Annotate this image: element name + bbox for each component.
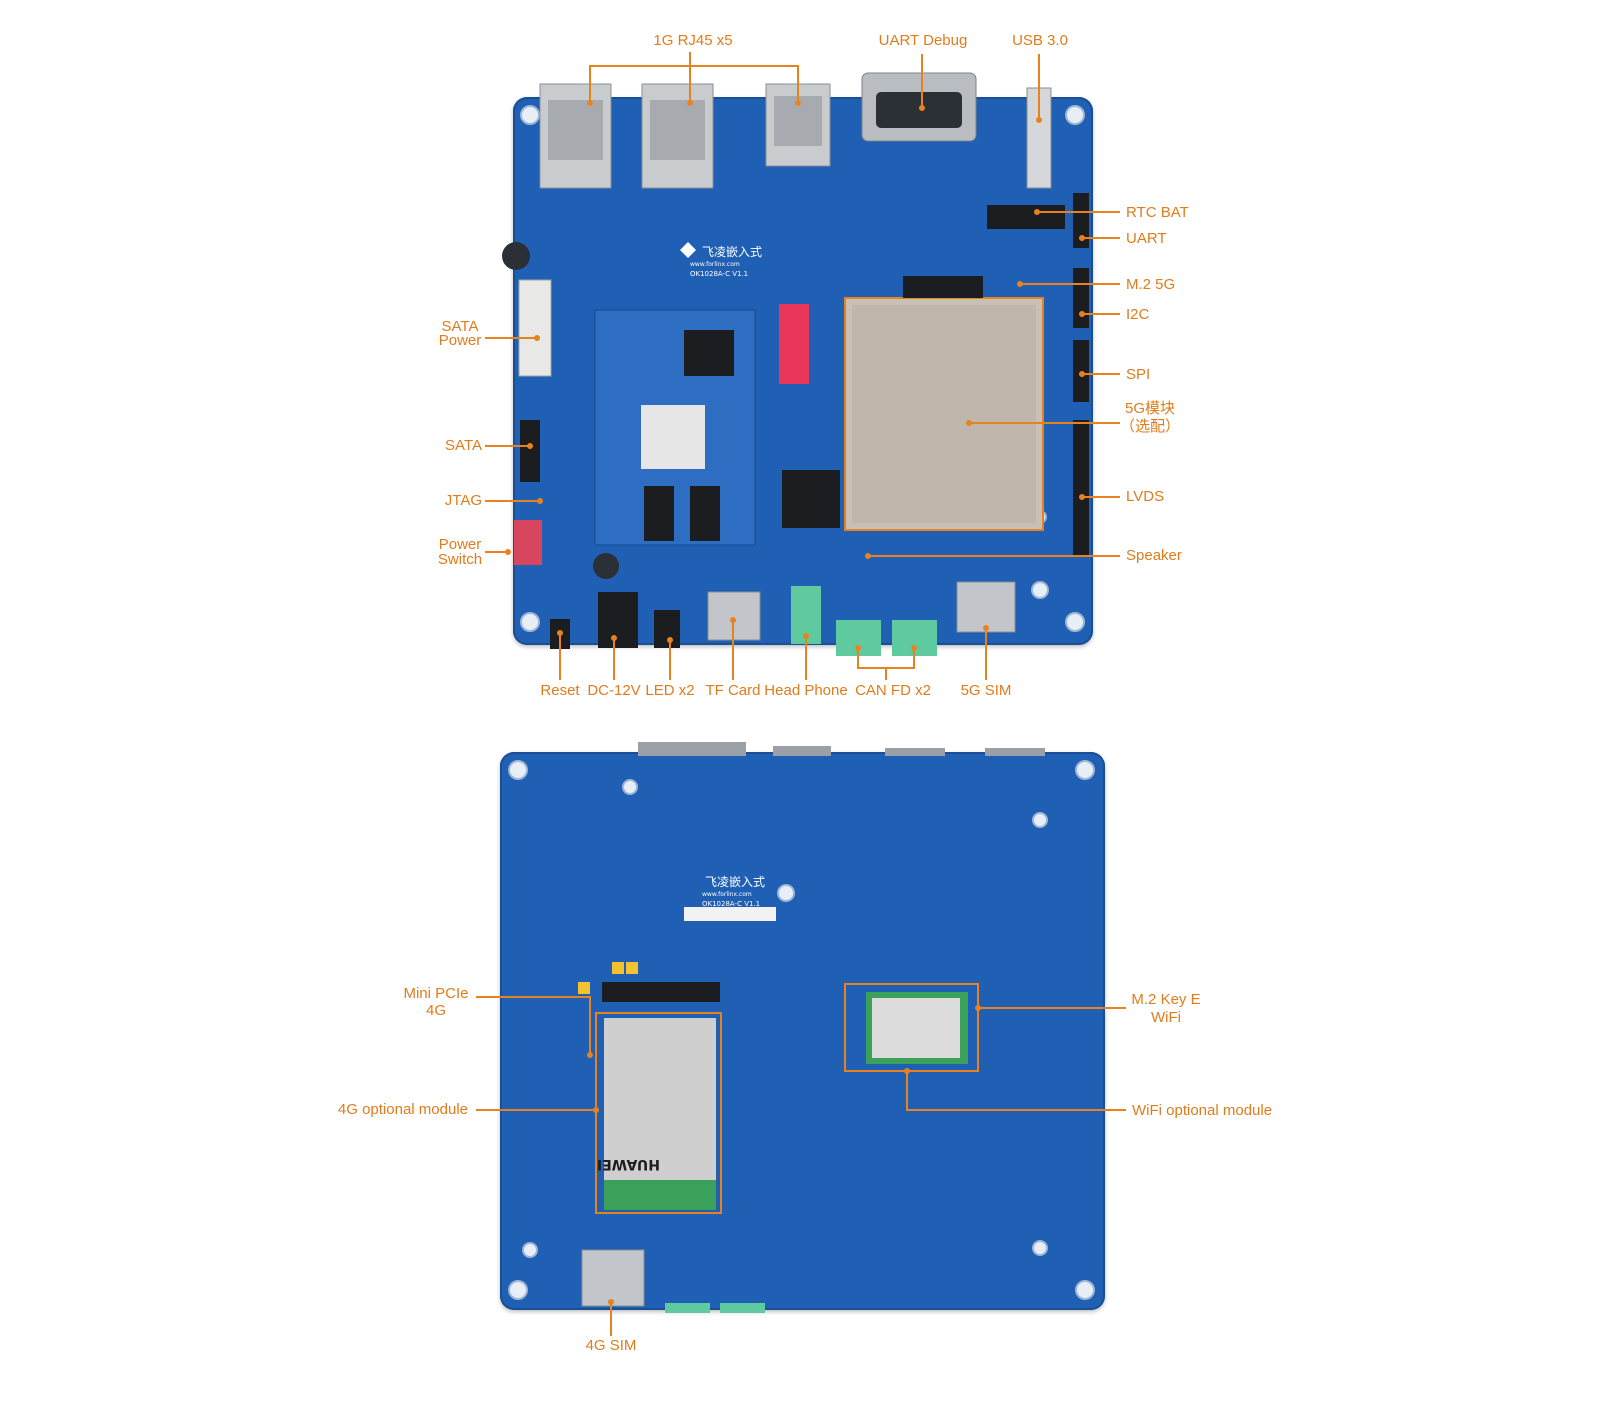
- label-5g-module-line2: （选配）: [1119, 418, 1180, 435]
- top-leader-dots: [505, 100, 1085, 651]
- 5g-module-shield: [844, 276, 1044, 531]
- label-power-switch-line1: Power: [438, 536, 482, 553]
- label-usb30: USB 3.0: [1012, 32, 1068, 49]
- serial-sticker: [684, 907, 776, 921]
- m2-wifi-module: [844, 983, 979, 1072]
- label-m2-keye-line2: WiFi: [1151, 1009, 1181, 1026]
- label-wifi-module: WiFi optional module: [1132, 1102, 1273, 1119]
- dip-switch: [779, 304, 809, 384]
- capacitor: [502, 242, 530, 270]
- label-mini-pcie-line1: Mini PCIe: [403, 985, 469, 1002]
- 4g-module-brand: HUAWEI: [597, 1156, 660, 1172]
- label-reset: Reset: [540, 682, 580, 699]
- top-board-model: OK1028A-C V1.1: [690, 270, 748, 278]
- label-sata-power-line2: Power: [438, 332, 482, 349]
- label-sata: SATA: [445, 437, 482, 454]
- top-leader-lines: [485, 52, 1120, 680]
- label-4g-sim: 4G SIM: [585, 1337, 637, 1354]
- bottom-top-edge-connectors: [638, 742, 1045, 756]
- top-mounting-holes: [520, 105, 1085, 632]
- som-core-board: [594, 309, 756, 546]
- label-led: LED x2: [645, 682, 695, 699]
- label-dc12v: DC-12V: [587, 682, 641, 699]
- sata-power-connector: [518, 279, 552, 377]
- rtc-battery-holder: [987, 205, 1065, 229]
- label-rtc-bat: RTC BAT: [1126, 204, 1189, 221]
- bottom-board-url: www.forlinx.com: [702, 891, 752, 898]
- label-spi: SPI: [1126, 366, 1151, 383]
- rj45-jacks: [539, 83, 831, 189]
- bottom-leader-lines: [476, 996, 1126, 1336]
- label-can-fd: CAN FD x2: [855, 682, 931, 699]
- 4g-module: [595, 1012, 722, 1214]
- label-jtag: JTAG: [444, 492, 482, 509]
- label-lvds: LVDS: [1126, 488, 1165, 505]
- label-5g-module-line1: 5G模块: [1124, 400, 1175, 417]
- bottom-board-model: OK1028A-C V1.1: [702, 900, 760, 908]
- sata-connector: [520, 420, 540, 482]
- mini-pcie-slot: [602, 982, 720, 1002]
- label-m2-5g: M.2 5G: [1126, 276, 1176, 293]
- bottom-board-brand: 飞凌嵌入式: [705, 875, 765, 889]
- label-uart: UART: [1126, 230, 1167, 247]
- power-switch-body: [514, 520, 542, 565]
- label-power-switch-line2: Switch: [437, 551, 483, 568]
- top-board-logo: [680, 242, 696, 258]
- label-4g-module: 4G optional module: [337, 1101, 468, 1118]
- label-head-phone: Head Phone: [764, 682, 848, 699]
- label-sata-power-line1: SATA: [441, 318, 479, 335]
- 4g-sim-slot: [581, 1249, 645, 1307]
- top-board-url: www.forlinx.com: [690, 261, 740, 268]
- db9-connector: [861, 72, 977, 142]
- label-mini-pcie-line2: 4G: [425, 1002, 446, 1019]
- top-board-brand: 飞凌嵌入式: [702, 245, 762, 259]
- bottom-board: [500, 752, 1105, 1310]
- label-5g-sim: 5G SIM: [960, 682, 1012, 699]
- label-m2-keye-line1: M.2 Key E: [1131, 991, 1201, 1008]
- label-i2c: I2C: [1126, 306, 1150, 323]
- main-chip: [782, 470, 840, 528]
- label-tf-card: TF Card: [705, 682, 761, 699]
- bottom-leader-dots: [587, 1005, 981, 1305]
- label-speaker: Speaker: [1126, 547, 1182, 564]
- label-uart-debug: UART Debug: [878, 32, 968, 49]
- label-rj45: 1G RJ45 x5: [653, 32, 733, 49]
- bottom-mounting-holes: [508, 760, 1095, 1300]
